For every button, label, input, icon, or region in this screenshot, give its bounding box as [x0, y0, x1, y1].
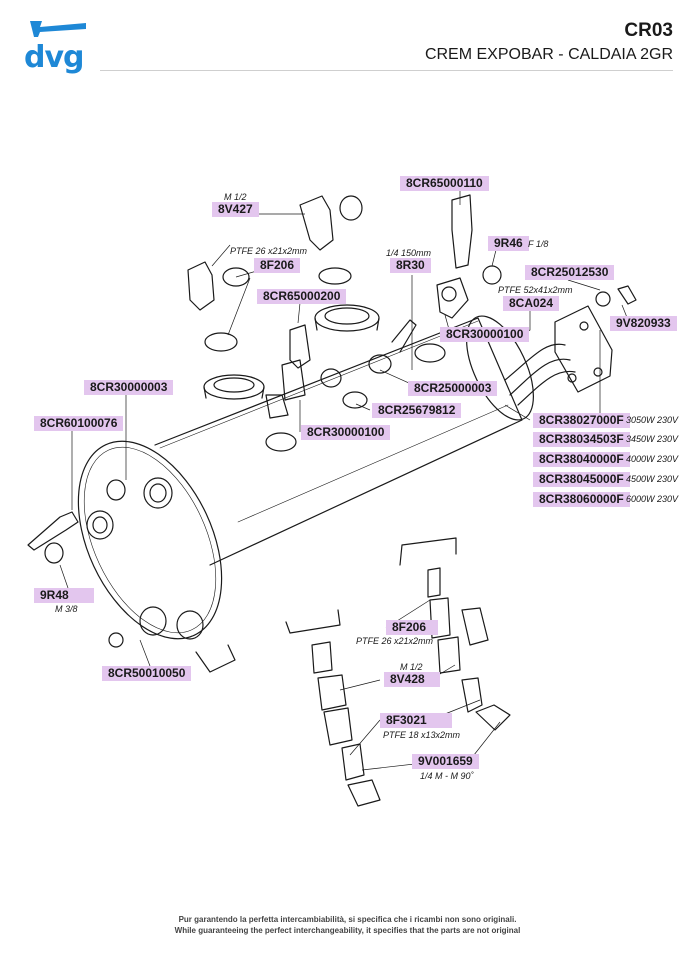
part-label: 8CR65000110	[400, 176, 489, 191]
part-spec: 6000W 230V	[626, 494, 679, 504]
part-sublabel: M 3/8	[55, 604, 78, 614]
part-spec: 3050W 230V	[626, 415, 679, 425]
part-label: 8CR65000200	[257, 289, 347, 304]
part-label: 8CR25012530	[525, 265, 615, 280]
top-flange-left	[203, 374, 265, 400]
part-label: 8V428	[384, 672, 440, 687]
part-spec: 4500W 230V	[626, 474, 679, 484]
disclaimer: Pur garantendo la perfetta intercambiabi…	[0, 914, 695, 936]
part-label: 8CR60100076	[34, 416, 124, 431]
disclaimer-english: While guaranteeing the perfect interchan…	[174, 926, 521, 935]
brand-logo: dvg	[24, 40, 85, 75]
part-label: 9R48	[34, 588, 94, 603]
part-sublabel: PTFE 26 x21x2mm	[356, 636, 434, 646]
top-flange-right	[314, 304, 380, 332]
part-sublabel: 1/4 M - M 90˚	[420, 771, 474, 781]
part-label: 8F206	[386, 620, 438, 635]
part-sublabel: 1/4 150mm	[386, 248, 432, 258]
part-label: 8CR30000100	[301, 425, 391, 440]
part-spec: 3450W 230V	[626, 434, 679, 444]
part-label: 8CR25679812	[372, 403, 462, 418]
part-label: 8V427	[212, 202, 259, 217]
part-label: 8CR38045000F	[533, 472, 630, 487]
part-sublabel: F 1/8	[528, 239, 549, 249]
part-label: 8CR38040000F	[533, 452, 630, 467]
part-sublabel: PTFE 18 x13x2mm	[383, 730, 461, 740]
header-divider	[100, 70, 673, 71]
part-label: 8F206	[254, 258, 301, 273]
boiler-tank	[77, 315, 534, 640]
part-label: 9V001659	[412, 754, 479, 769]
part-label: 9V820933	[610, 316, 677, 331]
part-label: 9R46	[488, 236, 529, 251]
logo-mark-icon	[30, 21, 86, 37]
part-label: 8CR30000100	[440, 327, 530, 342]
part-sublabel: M 1/2	[400, 662, 423, 672]
part-sublabel: PTFE 26 x21x2mm	[230, 246, 308, 256]
part-label: 8CR25000003	[408, 381, 498, 396]
part-label: 8CR38027000F	[533, 413, 630, 428]
part-sublabel: PTFE 52x41x2mm	[498, 285, 573, 295]
disclaimer-italian: Pur garantendo la perfetta intercambiabi…	[178, 915, 517, 924]
part-label: 8R30	[390, 258, 431, 273]
part-label: 8CR38060000F	[533, 492, 630, 507]
part-label: 8F3021	[380, 713, 452, 728]
part-sublabel: M 1/2	[224, 192, 247, 202]
part-label: 8CA024	[503, 296, 560, 311]
part-spec: 4000W 230V	[626, 454, 679, 464]
part-label: 8CR38034503F	[533, 432, 630, 447]
page-code: CR03	[624, 20, 673, 41]
part-label: 8CR30000003	[84, 380, 174, 395]
part-label: 8CR50010050	[102, 666, 192, 681]
page-title: CREM EXPOBAR - CALDAIA 2GR	[424, 46, 673, 63]
